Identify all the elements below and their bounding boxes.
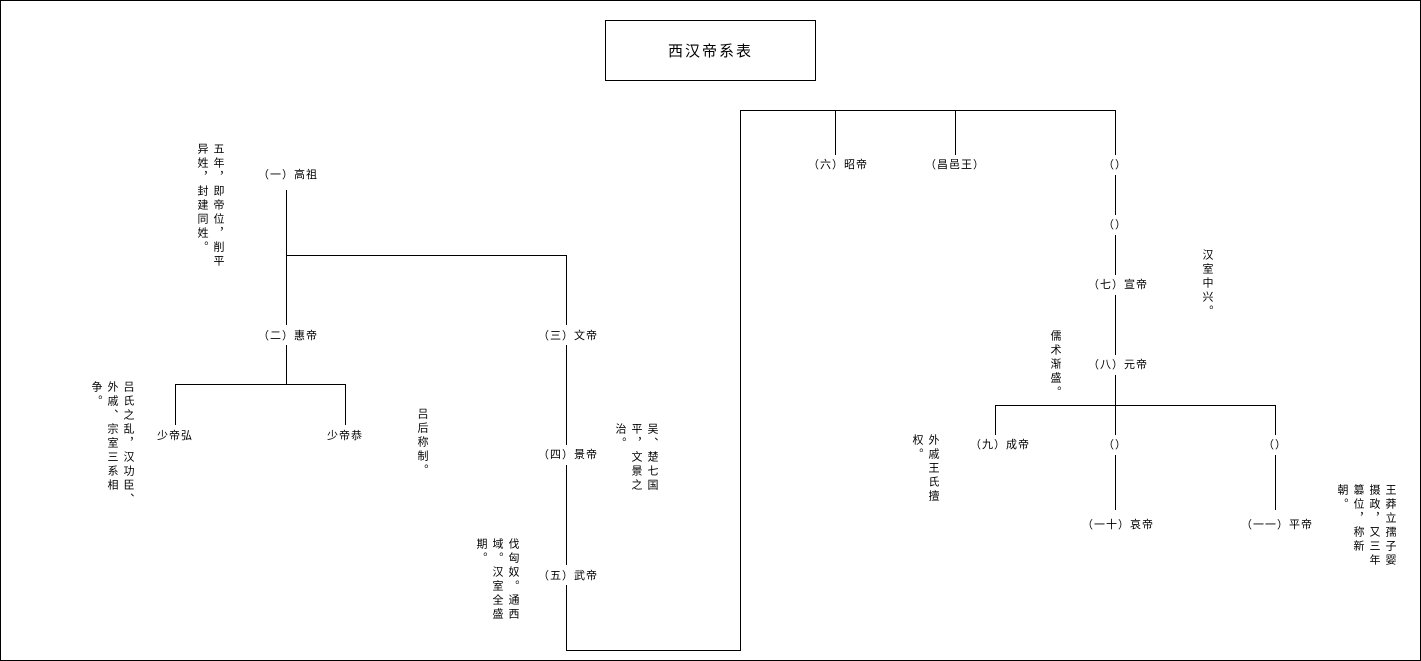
node-blank: （） [1261,436,1289,452]
note-column: 篡位，称新 [1352,484,1365,554]
note-lvshi: 吕氏之乱，汉功臣、 外戚、宗室三系相 争。 [90,381,135,507]
note-column: 外戚王氏擅 [927,434,940,504]
note-jingdi: 吴、楚七国 平，文景之 治。 [614,423,659,493]
node-yuandi: （八）元帝 [1086,356,1150,372]
note-chengdi: 外戚王氏擅 权。 [911,434,940,504]
connector [1115,175,1116,215]
note-column: 伐匈奴。通西 [507,538,520,622]
node-pingdi: （一一）平帝 [1239,516,1315,532]
note-column: 王莽立孺子婴 [1384,484,1397,568]
connector [1115,455,1116,510]
note-column: 外戚、宗室三系相 [106,381,119,493]
connector [566,585,567,650]
connector [175,384,176,425]
note-wudi: 伐匈奴。通西 域。汉室全盛 期。 [475,538,520,622]
connector [835,110,836,155]
connector [1275,455,1276,510]
node-chengdi: （九）成帝 [968,436,1032,452]
connector [286,255,567,256]
node-huidi: （二）惠帝 [256,327,320,343]
node-blank: （） [1101,436,1129,452]
note-column: 吴、楚七国 [646,423,659,493]
note-column: 治。 [614,423,627,451]
note-column: 五年，即帝位，削平 [212,143,225,269]
connector [286,190,287,325]
note-column: 异姓，封建同姓。 [196,143,209,255]
diagram-title: 西汉帝系表 [605,20,816,81]
note-pingdi: 王莽立孺子婴 摄政，又三年 篡位，称新 朝。 [1336,484,1397,568]
connector [345,384,346,425]
node-xuandi: （七）宣帝 [1086,276,1150,292]
node-blank: （） [1101,156,1129,172]
note-column: 平，文景之 [630,423,643,493]
note-column: 儒术渐盛。 [1049,330,1062,400]
node-aidi: （一十）哀帝 [1080,516,1156,532]
connector [995,405,1276,406]
note-column: 摄政，又三年 [1368,484,1381,568]
connector [566,255,567,325]
note-gaozu: 五年，即帝位，削平 异姓，封建同姓。 [196,143,225,269]
note-column: 汉室中兴。 [1201,249,1214,319]
connector [955,110,956,155]
connector [566,465,567,565]
node-jingdi: （四）景帝 [536,446,600,462]
connector [566,650,741,651]
note-lvhou: 吕后称制。 [416,408,429,478]
node-wudi: （五）武帝 [536,567,600,583]
note-column: 域。汉室全盛 [491,538,504,622]
connector [740,110,741,651]
note-column: 朝。 [1336,484,1349,512]
node-shaodi-hong: 少帝弘 [155,427,195,443]
connector [1115,235,1116,275]
note-column: 权。 [911,434,924,462]
note-column: 期。 [475,538,488,566]
connector [995,405,996,435]
connector [566,345,567,445]
note-column: 吕氏之乱，汉功臣、 [122,381,135,507]
node-shaodi-gong: 少帝恭 [325,427,365,443]
connector [1115,110,1116,155]
connector [1275,405,1276,435]
connector [1115,295,1116,355]
connector [175,384,346,385]
node-wendi: （三）文帝 [536,327,600,343]
note-xuandi: 汉室中兴。 [1201,249,1214,319]
node-zhaodi: （六）昭帝 [806,156,870,172]
node-changyi: （昌邑王） [923,156,987,172]
note-yuandi: 儒术渐盛。 [1049,330,1062,400]
node-blank: （） [1101,216,1129,232]
note-column: 争。 [90,381,103,409]
connector [740,110,1116,111]
connector [286,345,287,384]
note-column: 吕后称制。 [416,408,429,478]
node-gaozu: （一）高祖 [256,166,320,182]
